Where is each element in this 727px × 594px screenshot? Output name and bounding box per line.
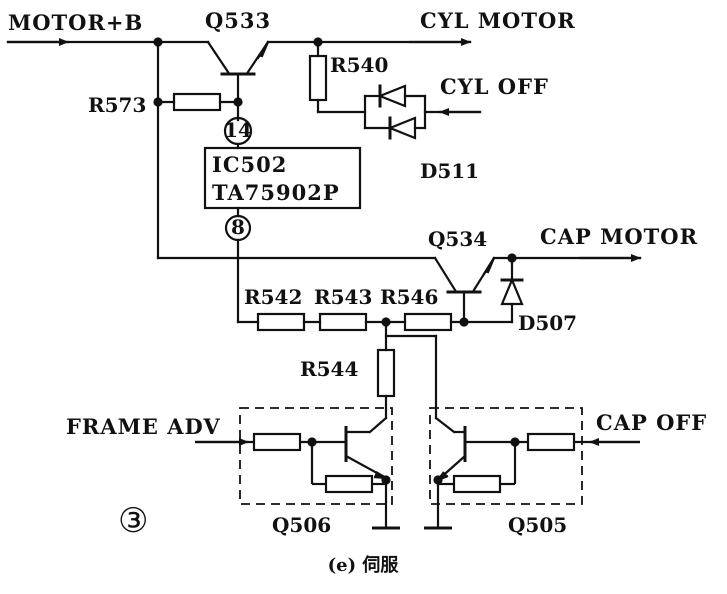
r542-label: R542: [244, 285, 302, 309]
q534-label: Q534: [428, 227, 487, 251]
q505-emitter-resistor: [452, 474, 502, 494]
pin-14-label: 14: [224, 118, 252, 142]
figure-caption: (e) 伺服: [328, 554, 400, 576]
q533-label: Q533: [205, 8, 271, 33]
ic502-name: IC502: [212, 152, 287, 177]
ic502-box: [203, 146, 362, 210]
q506-emitter-resistor: [324, 474, 374, 494]
r543-label: R543: [314, 285, 372, 309]
r546-label: R546: [380, 285, 438, 309]
q505-label: Q505: [508, 513, 567, 537]
r540-label: R540: [330, 53, 388, 77]
q505-base-resistor: [526, 432, 576, 452]
motor-b-label: MOTOR+B: [8, 10, 143, 35]
q506-dashed-module: [239, 407, 393, 505]
transistor-q533: [206, 40, 270, 120]
cap-motor-label: CAP MOTOR: [540, 224, 698, 249]
cyl-off-label: CYL OFF: [440, 74, 549, 99]
d511-label: D511: [420, 159, 479, 183]
pin-8-label: 8: [231, 215, 245, 239]
circled-number-label: ③: [118, 501, 148, 541]
q505-dashed-module: [429, 407, 583, 505]
r573-label: R573: [88, 93, 146, 117]
r544-label: R544: [300, 357, 358, 381]
ic502-part-number: TA75902P: [212, 180, 340, 205]
resistor-r546: [403, 312, 453, 332]
resistor-r542: [256, 312, 306, 332]
cyl-motor-label: CYL MOTOR: [420, 8, 576, 33]
resistor-r573: [172, 92, 222, 112]
q506-base-resistor: [252, 432, 302, 452]
diode-d507: [500, 256, 524, 324]
resistor-r540: [308, 54, 328, 102]
d507-label: D507: [518, 311, 577, 335]
cap-off-label: CAP OFF: [596, 410, 707, 435]
resistor-r544: [376, 348, 396, 398]
q506-label: Q506: [272, 513, 331, 537]
frame-adv-label: FRAME ADV: [66, 414, 221, 439]
diode-d511: [363, 84, 427, 140]
resistor-r543: [318, 312, 368, 332]
